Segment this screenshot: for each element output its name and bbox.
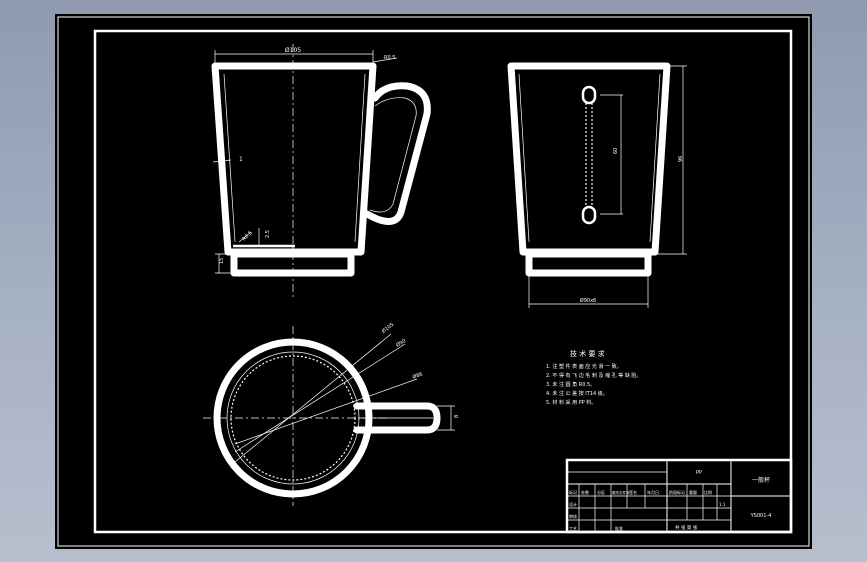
- tech-req-item: 2. 不 得 有 飞 边 毛 刺 及 缩 孔 等 缺 陷。: [546, 372, 641, 379]
- tb-cell: 处数: [581, 489, 589, 495]
- outer-frame: [57, 16, 810, 547]
- tech-req-item: 1. 注 塑 件 表 面 应 光 滑 一 致。: [546, 363, 622, 370]
- top-view: Ø105 Ø90 Ø86 8: [203, 321, 460, 506]
- handle-top-loop: [581, 85, 597, 105]
- tb-cell: 标记: [569, 489, 577, 495]
- dim-bottom-offset: 2.5: [265, 230, 271, 238]
- tb-cell: 批准: [615, 525, 623, 531]
- tech-req-item: 5. 材 料 采 用 PP 料。: [546, 399, 596, 406]
- tb-cell: 设计: [569, 501, 577, 507]
- tech-req-item: 3. 未 注 圆 角 R0.5。: [546, 381, 595, 388]
- technical-requirements: 技 术 要 求 1. 注 塑 件 表 面 应 光 滑 一 致。 2. 不 得 有…: [546, 349, 641, 406]
- dim-top-diameter: Ø105: [285, 47, 301, 54]
- dim-handle-span: 60: [613, 148, 619, 154]
- dim-base-height: 15: [219, 258, 225, 264]
- top-handle: [353, 402, 441, 434]
- tb-cell: 共 张 第 张: [675, 524, 698, 531]
- dim-rim-thickness: R0.5: [384, 55, 395, 61]
- tb-cell: 年月日: [647, 489, 659, 495]
- title-drawing-no: YS001-4: [750, 513, 772, 519]
- side-base-ring: [525, 250, 652, 277]
- dim-base-diameter: Ø90x6: [580, 297, 596, 304]
- dim-circle-d1: Ø105: [380, 321, 395, 335]
- handle-bottom-loop: [581, 205, 597, 225]
- mug-engineering-drawing: Ø105 R0.5 1 R0.5 2.5 15 60 96: [57, 16, 810, 547]
- tech-req-item: 4. 未 注 公 差 按 IT14 级。: [546, 390, 608, 397]
- front-base-ring: [230, 250, 355, 277]
- cad-viewport[interactable]: Ø105 R0.5 1 R0.5 2.5 15 60 96: [55, 14, 812, 549]
- tb-cell: 分区: [597, 489, 605, 495]
- dim-circle-d2: Ø90: [395, 337, 407, 348]
- dim-side-height: 96: [678, 156, 684, 162]
- front-body-outline: [211, 62, 377, 256]
- dim-handle-width: 8: [454, 415, 460, 418]
- dim-circle-d3: Ø86: [411, 370, 423, 380]
- dim-chamfer: R0.5: [241, 230, 253, 242]
- tb-cell: 签名: [629, 489, 637, 495]
- dim-wall: 1: [239, 156, 243, 163]
- tb-cell: 工艺: [569, 526, 577, 531]
- tb-cell: 更改文件号: [612, 490, 630, 495]
- tech-req-title: 技 术 要 求: [570, 349, 605, 358]
- tb-cell: 审核: [569, 513, 577, 519]
- tb-cell: 阶段标记: [669, 489, 685, 495]
- title-material: PP: [696, 470, 702, 476]
- side-body-outline: [507, 62, 671, 256]
- front-view: Ø105 R0.5 1 R0.5 2.5 15: [211, 44, 431, 299]
- front-handle: [363, 82, 431, 225]
- tb-cell: 重量: [689, 489, 697, 495]
- title-part-name: 一般杯: [752, 476, 770, 484]
- side-view: 60 96 Ø90x6: [507, 62, 687, 308]
- tb-cell: 1:1: [719, 502, 726, 507]
- tb-cell: 比例: [704, 489, 712, 495]
- title-block: PP 一般杯 YS001-4 标记 处数 分区 更改文件号 签名 年月日 阶段标…: [565, 458, 793, 534]
- drawing-border: [93, 29, 793, 534]
